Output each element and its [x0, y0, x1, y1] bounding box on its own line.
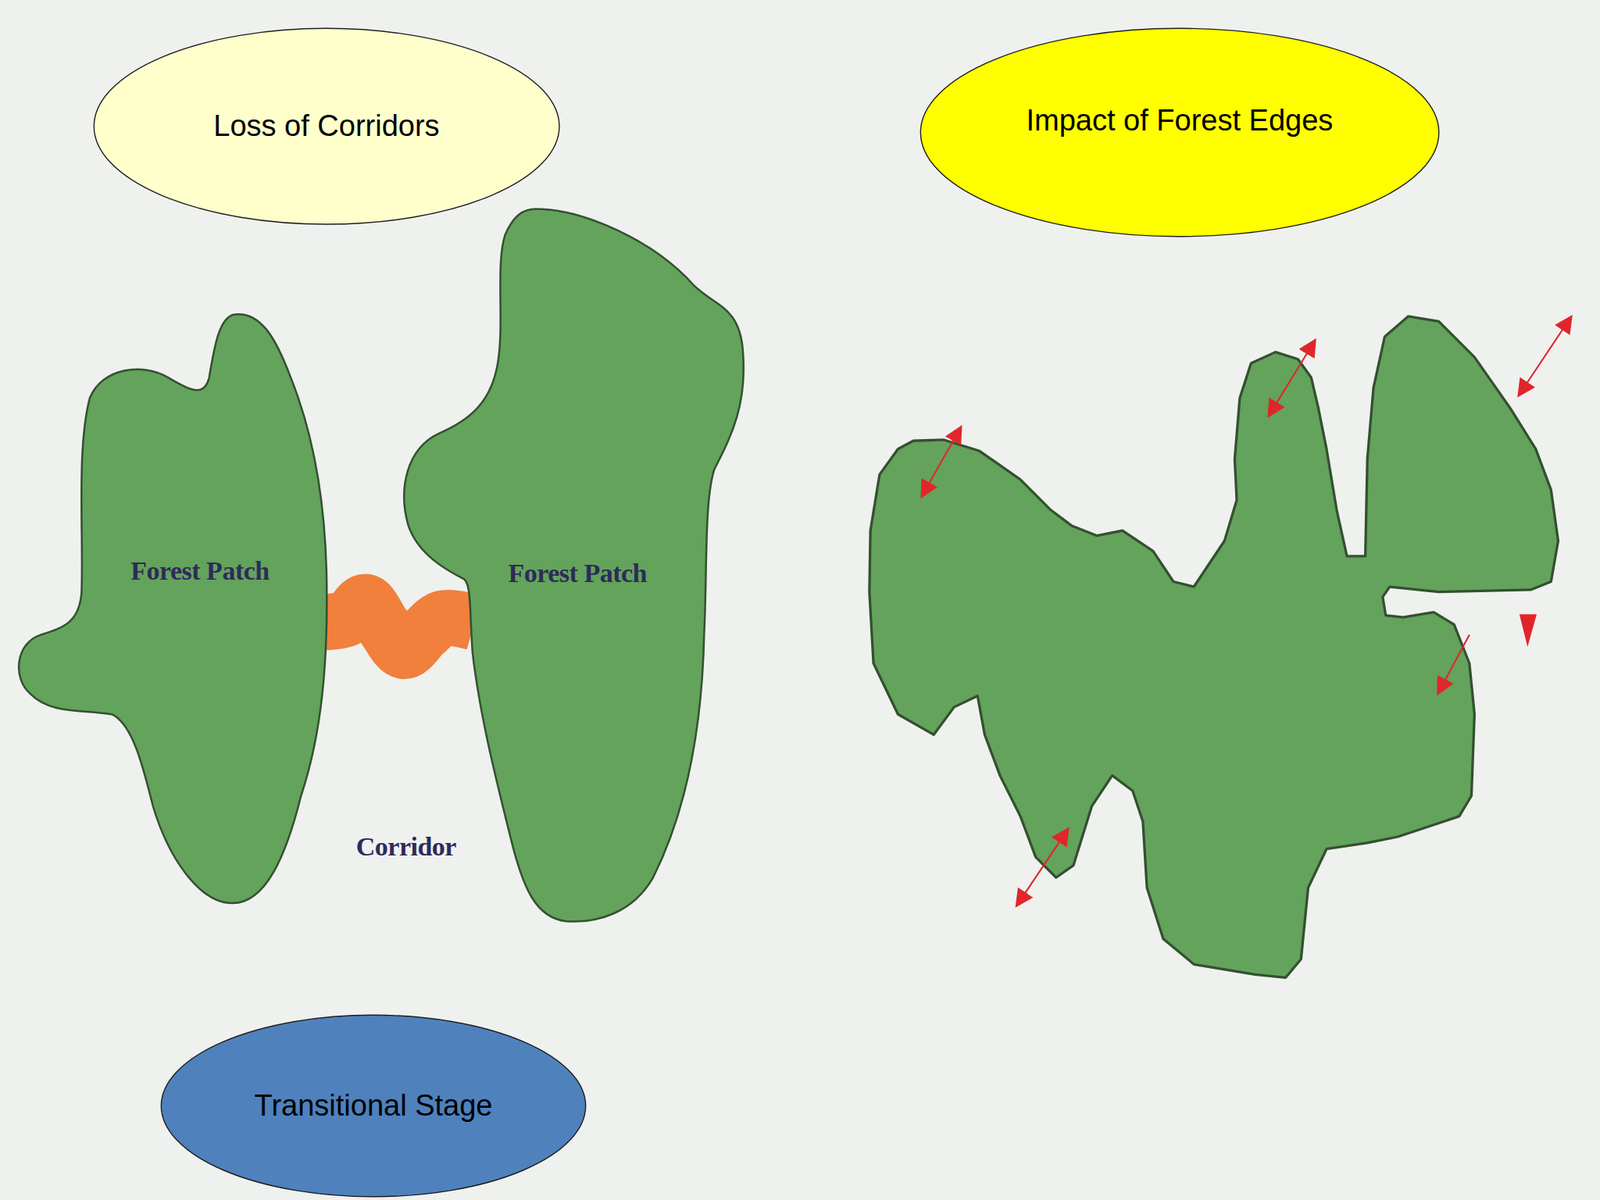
topic-ellipse: Impact of Forest Edges: [919, 27, 1440, 238]
forest-patch: Forest Patch: [392, 203, 750, 929]
edge-arrow: [921, 426, 961, 497]
ellipse-shape: [160, 1015, 586, 1197]
edge-effect-arrows: [921, 316, 1572, 907]
edge-arrowhead: [1519, 614, 1537, 647]
edge-label-wrap: Corridor: [0, 0, 100, 30]
topic-label: Loss of Corridors: [213, 109, 440, 143]
stage-ellipse: Transitional Stage: [160, 1014, 587, 1198]
edge-arrow: [1518, 316, 1572, 397]
fragmented-forest: [869, 316, 1559, 978]
topic-ellipse: Loss of Corridors: [92, 27, 561, 225]
edge-arrow: [1437, 634, 1469, 694]
patch-label: Forest Patch: [130, 556, 269, 586]
ellipse-shape: [93, 28, 560, 225]
patch-outline: [10, 306, 332, 909]
patch-shape: [18, 314, 327, 904]
topic-label: Transitional Stage: [254, 1089, 493, 1123]
patch-label: Forest Patch: [508, 558, 647, 589]
topic-label: Impact of Forest Edges: [1025, 103, 1333, 138]
corridor-label: Corridor: [356, 832, 457, 862]
patch-shape: [403, 209, 743, 922]
edge-arrow: [1016, 828, 1069, 907]
edge-arrow: [1268, 339, 1316, 417]
corridor-band: [317, 602, 475, 652]
forest-patch: Forest Patch: [10, 306, 332, 909]
ellipse-shape: [920, 28, 1439, 237]
